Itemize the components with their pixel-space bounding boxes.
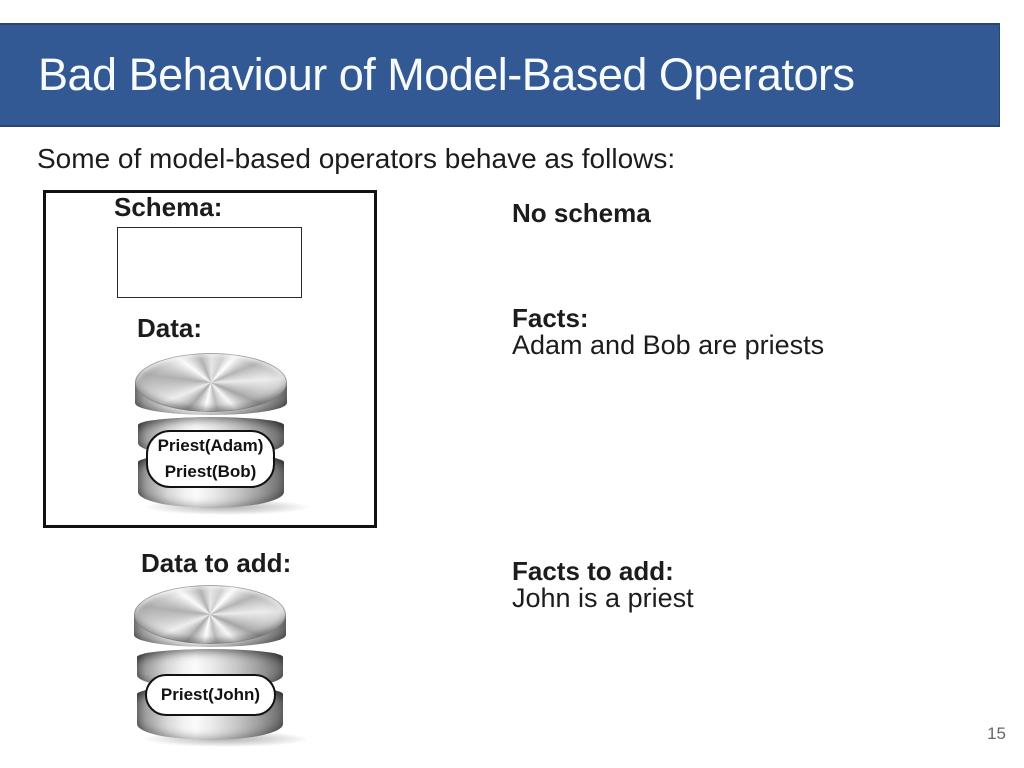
db-fact-line: Priest(Bob) bbox=[164, 462, 257, 481]
intro-text: Some of model-based operators behave as … bbox=[37, 143, 676, 174]
facts-text: Adam and Bob are priests bbox=[512, 330, 825, 360]
empty-schema-rect bbox=[117, 227, 302, 298]
facts-heading: Facts: bbox=[512, 303, 589, 333]
database-top-disk bbox=[134, 585, 286, 644]
facts-to-add-heading: Facts to add: bbox=[512, 556, 674, 586]
facts-to-add-text: John is a priest bbox=[512, 583, 694, 613]
database-top-disk bbox=[135, 353, 287, 412]
title-banner: Bad Behaviour of Model-Based Operators bbox=[0, 23, 1000, 127]
data-label: Data: bbox=[137, 313, 203, 343]
db-fact-line: Priest(John) bbox=[160, 685, 261, 704]
no-schema-text: No schema bbox=[512, 198, 651, 228]
db-facts-label: Priest(John) bbox=[145, 674, 276, 716]
db-facts-label: Priest(Adam) Priest(Bob) bbox=[146, 430, 275, 488]
database-icon: Priest(John) bbox=[134, 585, 308, 747]
schema-label: Schema: bbox=[114, 192, 223, 222]
page-number: 15 bbox=[987, 724, 1006, 743]
db-fact-line: Priest(Adam) bbox=[157, 436, 264, 455]
data-to-add-label: Data to add: bbox=[141, 548, 292, 578]
database-icon: Priest(Adam) Priest(Bob) bbox=[135, 353, 309, 515]
slide-title: Bad Behaviour of Model-Based Operators bbox=[38, 49, 855, 100]
